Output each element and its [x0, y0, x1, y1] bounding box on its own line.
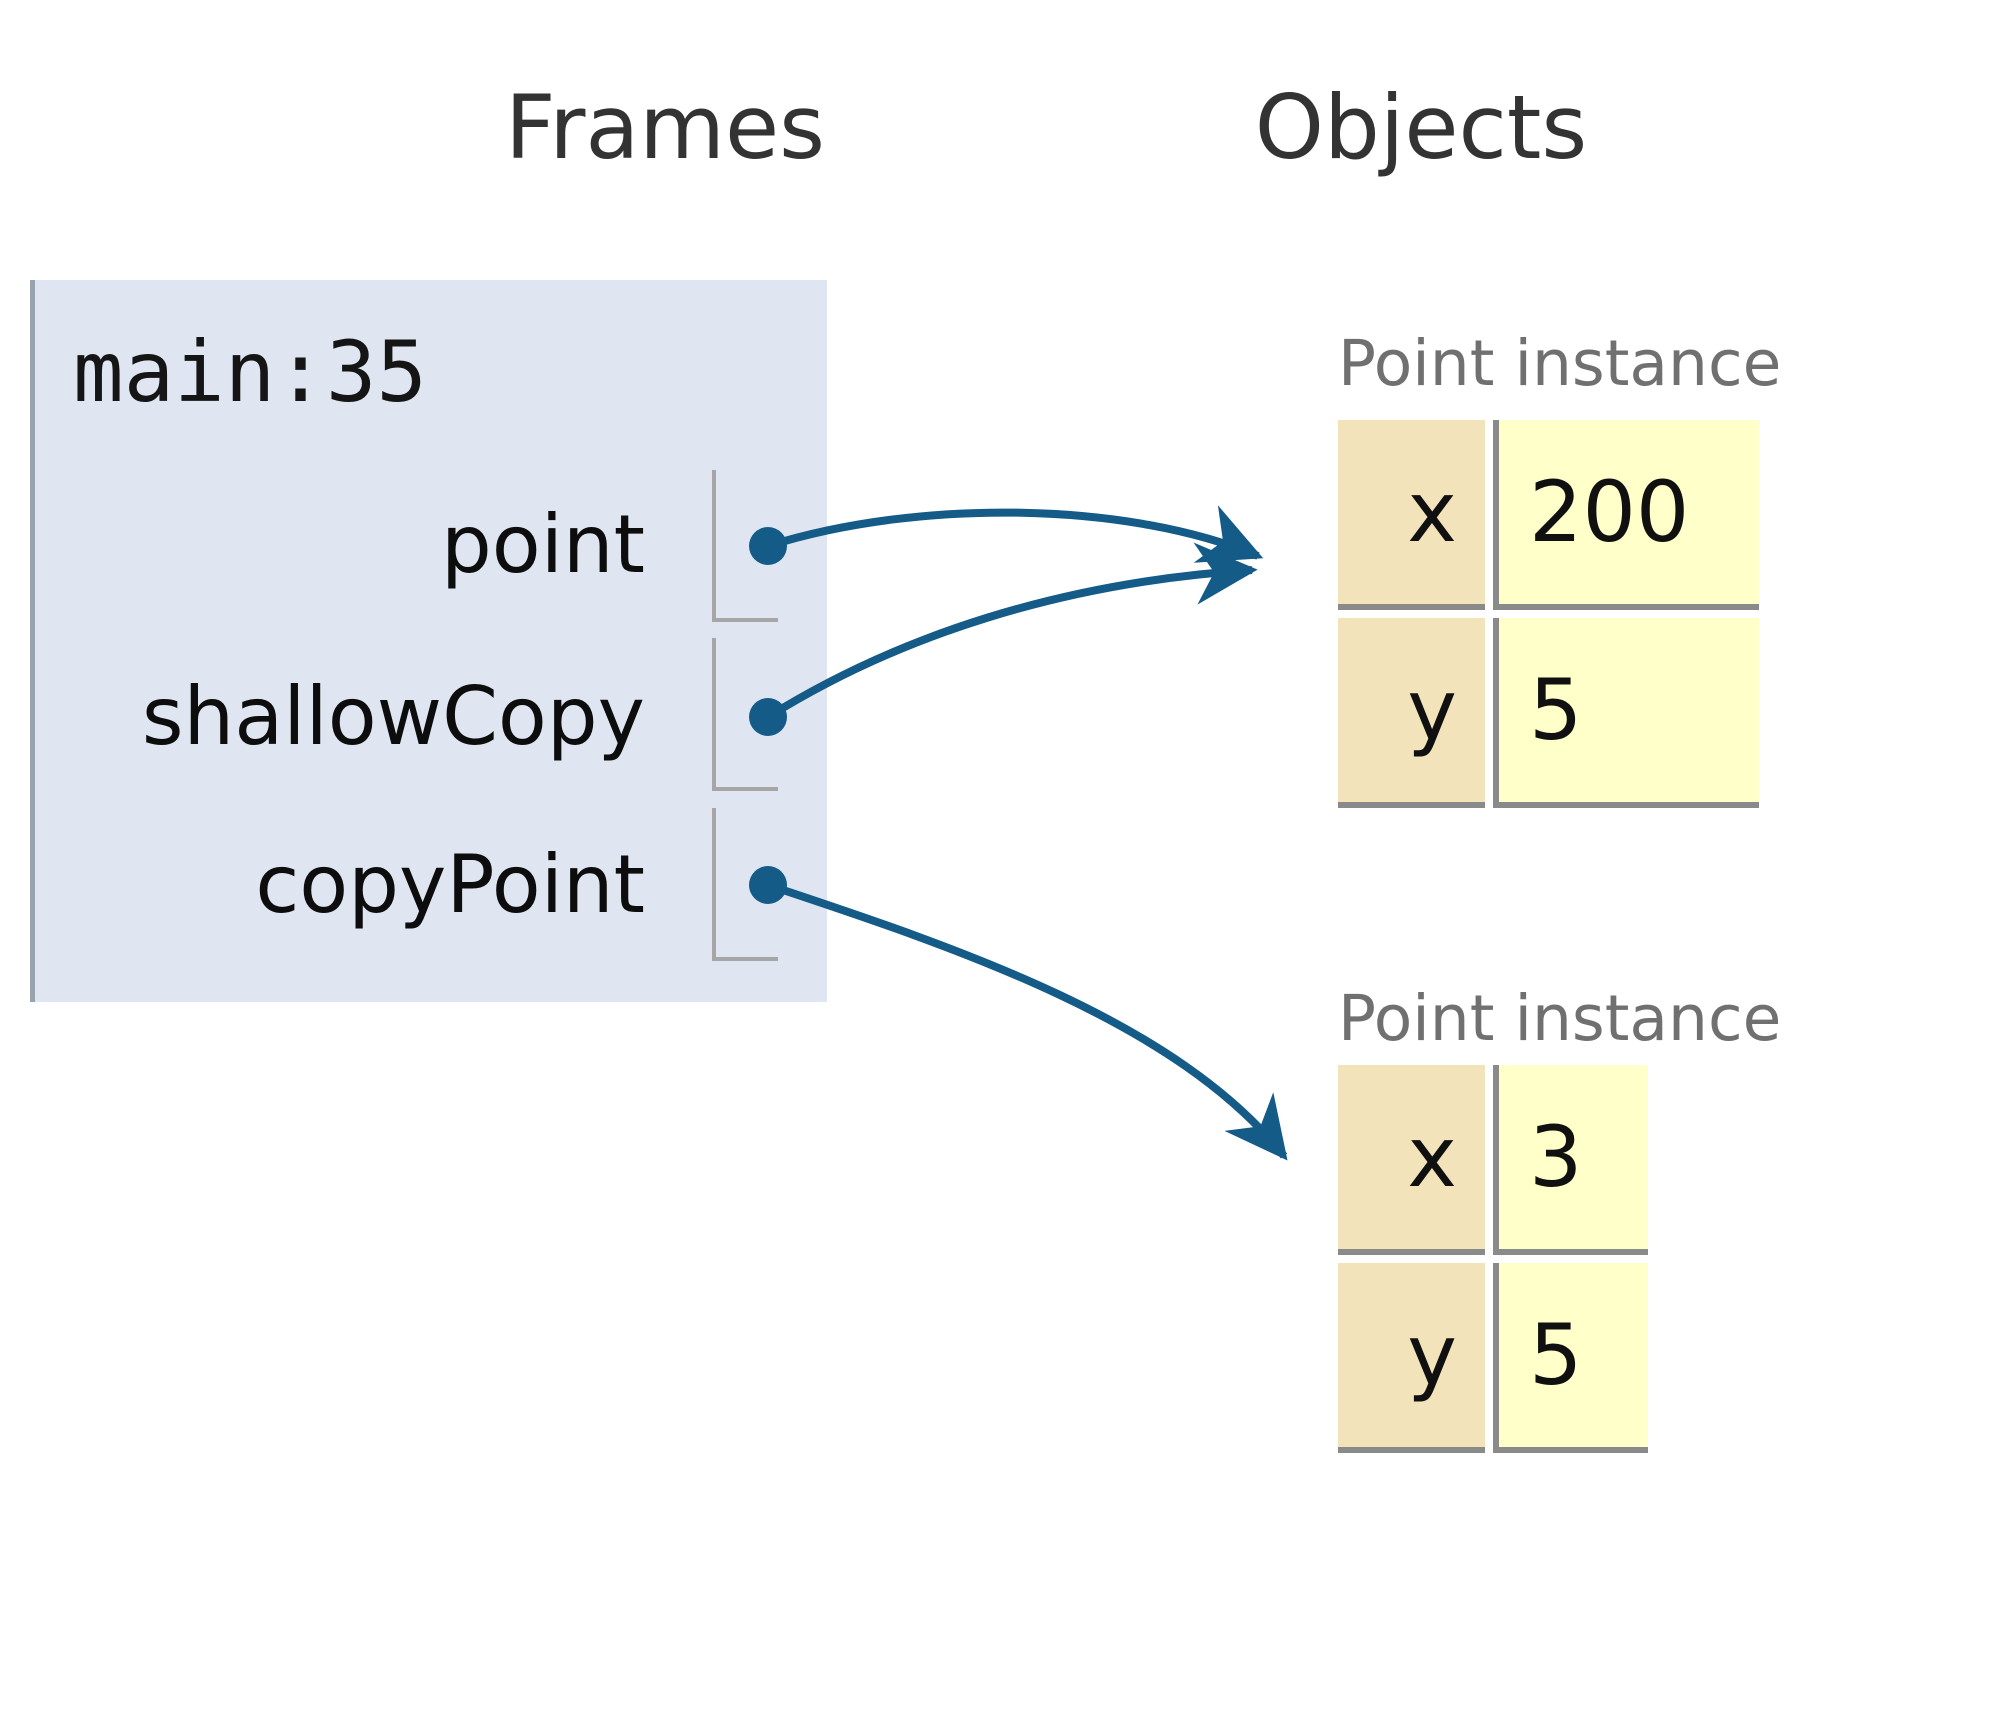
variable-slot-bracket	[712, 808, 778, 961]
pointer-arrow-point	[766, 505, 1264, 563]
object-table-point-instance-1: x 200 y 5	[1338, 420, 1759, 808]
object-label-point-instance-1: Point instance	[1338, 327, 1782, 400]
variable-name-copypoint: copyPoint	[255, 838, 645, 931]
frames-heading: Frames	[504, 76, 826, 179]
attr-key-cell: y	[1338, 1263, 1485, 1453]
variable-name-shallowcopy: shallowCopy	[141, 670, 645, 763]
variable-slot-bracket	[712, 638, 778, 791]
variable-slot-bracket	[712, 470, 778, 622]
attr-value-cell: 5	[1493, 1263, 1648, 1453]
attr-value-cell: 3	[1493, 1065, 1648, 1255]
attr-key-cell: y	[1338, 618, 1485, 808]
attr-value-cell: 200	[1493, 420, 1759, 610]
attr-value-cell: 5	[1493, 618, 1759, 808]
object-table-point-instance-2: x 3 y 5	[1338, 1065, 1648, 1453]
objects-heading: Objects	[1254, 76, 1588, 179]
pointer-arrow-copypoint	[766, 881, 1288, 1161]
frame-label: main:35	[73, 323, 428, 421]
attr-key-cell: x	[1338, 1065, 1485, 1255]
variable-name-point: point	[440, 498, 645, 591]
stack-frame-main	[30, 280, 827, 1002]
attr-key-cell: x	[1338, 420, 1485, 610]
object-label-point-instance-2: Point instance	[1338, 982, 1782, 1055]
pointer-arrow-shallowcopy	[765, 542, 1258, 721]
